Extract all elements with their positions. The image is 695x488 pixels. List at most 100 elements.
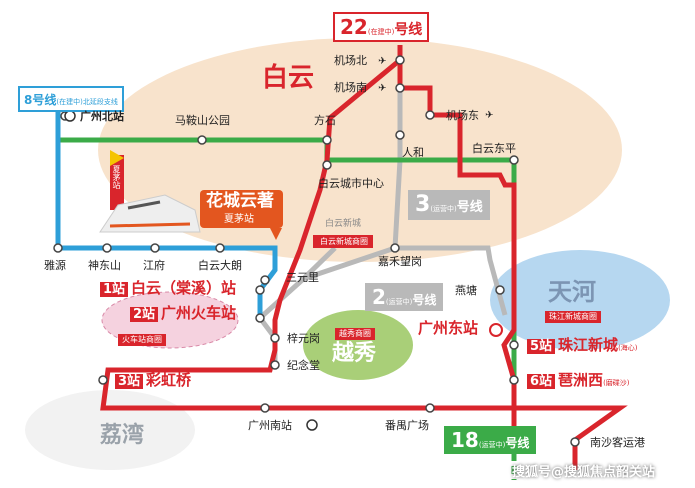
step-1-label[interactable]: 1站白云（棠溪）站 bbox=[100, 281, 236, 297]
guangzhou-east-hub-icon[interactable] bbox=[489, 323, 503, 337]
station-sanyuanli-label[interactable]: 三元里 bbox=[286, 271, 319, 284]
station-marker-jiniantang[interactable] bbox=[270, 360, 280, 370]
step-3-name: 彩虹桥 bbox=[146, 371, 192, 389]
station-fangshi-label[interactable]: 方石 bbox=[314, 114, 336, 127]
step-5-num: 5站 bbox=[527, 339, 556, 354]
station-baiyun-dalang-label[interactable]: 白云大朗 bbox=[198, 259, 242, 272]
project-name-label[interactable]: 花城云著 bbox=[206, 191, 274, 211]
station-marker-baiyun-city-center[interactable] bbox=[322, 160, 332, 170]
step-3-label[interactable]: 3站彩虹桥 bbox=[115, 373, 191, 389]
station-marker-fangshi[interactable] bbox=[322, 135, 332, 145]
line2-status: (运营中) bbox=[385, 298, 413, 306]
district-baiyun-label: 白云 bbox=[262, 63, 315, 93]
project-callout-bg[interactable] bbox=[200, 190, 283, 228]
line3-badge[interactable]: 3(运营中)号线 bbox=[408, 190, 490, 220]
line22-suffix: 号线 bbox=[394, 22, 423, 38]
district-liwan-label: 荔湾 bbox=[100, 423, 145, 448]
step-5-name: 珠江新城 bbox=[558, 336, 619, 354]
line22-status: (在建中) bbox=[367, 28, 395, 36]
step-6-label[interactable]: 6站琶洲西(磨碟沙) bbox=[527, 373, 630, 389]
station-airport-south-label[interactable]: 机场南 bbox=[334, 81, 367, 94]
station-marker-baiyun-dongping[interactable] bbox=[509, 155, 519, 165]
line8-name: 8号线 bbox=[24, 93, 57, 107]
plane-icon-airport-north: ✈ bbox=[378, 56, 386, 67]
xiamao-vertical-label: 夏茅站 bbox=[112, 165, 121, 189]
station-marker-nansha-port[interactable] bbox=[570, 437, 580, 447]
line2-suffix: 号线 bbox=[412, 293, 437, 307]
station-baiyun-dongping-label[interactable]: 白云东平 bbox=[472, 142, 516, 155]
step-2-num: 2站 bbox=[130, 307, 159, 322]
station-marker-sanyuanli[interactable] bbox=[260, 275, 270, 285]
station-renhe-label[interactable]: 人和 bbox=[402, 146, 424, 159]
station-marker-panyu-square[interactable] bbox=[425, 403, 435, 413]
yuexiu-district-area bbox=[303, 310, 413, 380]
station-marker-step1[interactable] bbox=[255, 285, 265, 295]
station-marker-airport-south[interactable] bbox=[395, 83, 405, 93]
guangzhou-north-hub-icon[interactable] bbox=[64, 110, 76, 122]
station-marker-yantang[interactable] bbox=[495, 285, 505, 295]
line3-suffix: 号线 bbox=[456, 200, 483, 215]
station-shendongshan-label[interactable]: 神东山 bbox=[88, 259, 121, 272]
station-marker-airport-north[interactable] bbox=[395, 55, 405, 65]
station-marker-jiangfu[interactable] bbox=[150, 243, 160, 253]
plane-icon-airport-south: ✈ bbox=[378, 83, 386, 94]
step-5-label[interactable]: 5站珠江新城(海心) bbox=[527, 338, 638, 354]
station-guangzhou-south-label[interactable]: 广州南站 bbox=[248, 419, 292, 432]
station-marker-guangzhou-south[interactable] bbox=[260, 403, 270, 413]
watermark-label: 搜狐号@搜狐焦点韶关站 bbox=[512, 465, 656, 480]
line3-status: (运营中) bbox=[430, 205, 457, 213]
line18-number: 18 bbox=[451, 428, 479, 452]
yuexiu-circle-tag: 越秀商圈 bbox=[335, 328, 375, 340]
guangzhou-south-hub-icon[interactable] bbox=[306, 419, 318, 431]
step-3-num: 3站 bbox=[115, 374, 144, 389]
station-marker-airport-east[interactable] bbox=[425, 110, 435, 120]
station-airport-north-label[interactable]: 机场北 bbox=[334, 54, 367, 67]
station-marker-maanshan-park[interactable] bbox=[197, 135, 207, 145]
station-guangzhou-north-label[interactable]: 广州北站 bbox=[80, 110, 124, 123]
guangzhou-east-label[interactable]: 广州东站 bbox=[418, 319, 479, 337]
xiamao-pointer-icon bbox=[110, 150, 124, 166]
station-nansha-port-label[interactable]: 南沙客运港 bbox=[590, 436, 645, 449]
line18-badge[interactable]: 18(运营中)号线 bbox=[444, 426, 537, 454]
step-2-label[interactable]: 2站广州火车站 bbox=[130, 306, 236, 322]
station-marker-baiyun-dalang[interactable] bbox=[215, 243, 225, 253]
station-marker-yayuan[interactable] bbox=[53, 243, 63, 253]
station-yayuan-label[interactable]: 雅源 bbox=[44, 259, 66, 272]
station-marker-step6[interactable] bbox=[509, 375, 519, 385]
railway-station-tag: 火车站商圈 bbox=[118, 334, 166, 346]
line8-badge[interactable]: 8号线(在建中)北延段支线 bbox=[18, 86, 124, 112]
station-marker-step2[interactable] bbox=[255, 313, 265, 323]
station-jiangfu-label[interactable]: 江府 bbox=[143, 259, 165, 272]
tianhe-district-area bbox=[490, 250, 670, 350]
station-baiyun-city-center-label[interactable]: 白云城市中心 bbox=[318, 177, 384, 190]
station-marker-ziyuangang[interactable] bbox=[270, 333, 280, 343]
station-airport-east-label[interactable]: 机场东 bbox=[446, 109, 479, 122]
district-tianhe-label: 天河 bbox=[548, 278, 596, 306]
station-jiahe-wanggang-label[interactable]: 嘉禾望岗 bbox=[378, 255, 422, 268]
station-jiniantang-label[interactable]: 纪念堂 bbox=[287, 359, 320, 372]
station-maanshan-park-label[interactable]: 马鞍山公园 bbox=[175, 114, 230, 127]
baiyun-new-city-logo-label: 白云新城 bbox=[325, 219, 362, 229]
step-2-name: 广州火车站 bbox=[161, 304, 237, 322]
line3-branch-track bbox=[299, 245, 396, 283]
step-5-note: (海心) bbox=[618, 344, 638, 352]
xiamao-banner bbox=[110, 155, 124, 210]
station-yantang-label[interactable]: 燕塘 bbox=[455, 284, 477, 297]
step-6-num: 6站 bbox=[527, 374, 556, 389]
station-marker-step5[interactable] bbox=[509, 340, 519, 350]
baiyun-new-city-tag: 白云新城商圈 bbox=[316, 236, 372, 248]
station-ziyuangang-label[interactable]: 梓元岗 bbox=[287, 332, 320, 345]
step-1-name: 白云（棠溪）站 bbox=[131, 279, 237, 297]
project-callout-pointer bbox=[270, 228, 282, 240]
step-6-note: (磨碟沙) bbox=[603, 379, 630, 387]
station-marker-renhe[interactable] bbox=[395, 130, 405, 140]
line8-status: (在建中) bbox=[56, 98, 83, 106]
station-panyu-square-label[interactable]: 番禺广场 bbox=[385, 419, 429, 432]
step-1-num: 1站 bbox=[100, 282, 129, 297]
line2-badge[interactable]: 2(运营中)号线 bbox=[365, 283, 444, 311]
line22-badge[interactable]: 22(在建中)号线 bbox=[333, 12, 430, 42]
station-marker-jiahe-wanggang[interactable] bbox=[390, 243, 400, 253]
station-marker-shendongshan[interactable] bbox=[102, 243, 112, 253]
station-marker-step3[interactable] bbox=[98, 375, 108, 385]
